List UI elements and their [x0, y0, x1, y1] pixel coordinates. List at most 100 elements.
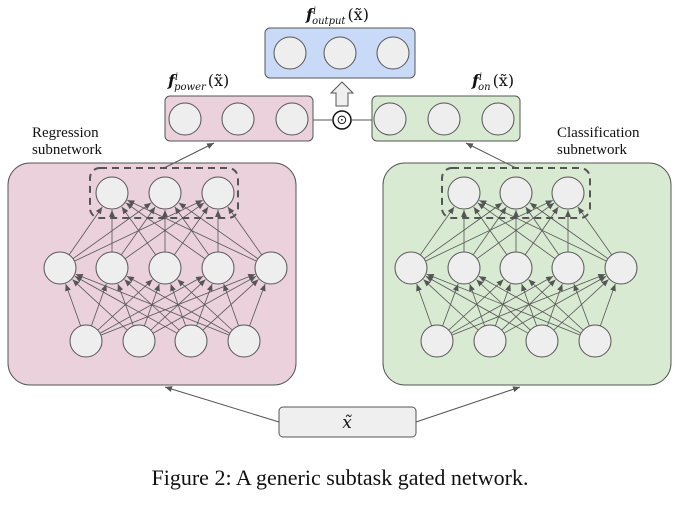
regression-hidden-node [254, 251, 288, 285]
classification-nodes [394, 176, 638, 358]
on-node [373, 102, 407, 136]
regression-to-power-arrow [163, 142, 215, 169]
classification-edge [577, 206, 613, 256]
classification-edge [529, 202, 609, 260]
regression-output-node [148, 176, 182, 210]
classification-to-on-arrow [465, 142, 517, 169]
regression-label: Regression subnetwork [32, 125, 102, 158]
classification-edge [423, 202, 503, 260]
classification-edge [450, 275, 554, 334]
classification-edge [423, 279, 479, 331]
classification-output-node [551, 176, 585, 210]
classification-edge [473, 206, 508, 256]
classification-edge [476, 202, 555, 259]
classification-label-line1: Classification [557, 125, 640, 141]
regression-edge [227, 206, 263, 256]
classification-edge [521, 283, 538, 327]
classification-output-node [447, 176, 481, 210]
regression-output-node [95, 176, 129, 210]
regression-edge [202, 279, 259, 331]
regression-input-node [69, 324, 103, 358]
regression-edge [97, 279, 153, 331]
classification-edge [477, 202, 556, 259]
classification-hidden-node [447, 251, 481, 285]
classification-hidden-node [394, 251, 428, 285]
regression-hidden-node [201, 251, 235, 285]
classification-edge [478, 275, 582, 334]
regression-edge [127, 199, 257, 262]
classification-hidden-node [604, 251, 638, 285]
regression-edge [68, 206, 103, 256]
regression-edge [75, 273, 230, 336]
regression-edge [90, 283, 107, 327]
regression-hidden-node [43, 251, 77, 285]
regression-hidden-node [95, 251, 129, 285]
regression-input-node [227, 324, 261, 358]
regression-edge [196, 283, 213, 327]
classification-edge [416, 283, 433, 327]
gate-circle [332, 110, 352, 130]
classification-edge [528, 279, 584, 331]
classification-edge [426, 273, 581, 336]
classification-label-line2: subnetwork [557, 142, 627, 158]
classification-edge [524, 206, 559, 256]
regression-input-node [174, 324, 208, 358]
power-node [275, 102, 309, 136]
classification-input-node [420, 324, 454, 358]
classification-edge [494, 283, 511, 327]
power-node [168, 102, 202, 136]
regression-edge [124, 202, 205, 260]
classification-edge [525, 206, 560, 256]
classification-edge [501, 279, 556, 331]
figure-caption: Figure 2: A generic subtask gated networ… [152, 465, 529, 490]
classification-edge [546, 283, 563, 327]
output-node [323, 36, 357, 70]
input-to-regression-arrow [164, 386, 280, 423]
regression-edge [126, 275, 231, 334]
vector-nodes [168, 36, 515, 136]
output-node [376, 36, 410, 70]
gate-symbol: ⊙ [337, 113, 348, 128]
regression-edge [177, 279, 233, 331]
regression-edge [249, 283, 266, 327]
classification-edges [416, 199, 616, 336]
classification-input-node [473, 324, 507, 358]
input-label: x̃ [342, 413, 352, 433]
classification-output-node [499, 176, 533, 210]
regression-edge [74, 275, 178, 334]
regression-edge [223, 283, 240, 327]
classification-input-node [578, 324, 612, 358]
regression-edge [120, 206, 156, 256]
classification-edge [425, 275, 529, 334]
input-to-classification-arrow [415, 386, 521, 423]
regression-nodes [43, 176, 288, 358]
classification-edge [479, 199, 607, 262]
output-node [273, 36, 307, 70]
regression-edge [72, 279, 128, 331]
classification-edge [472, 206, 507, 256]
classification-hidden-node [551, 251, 585, 285]
regression-output-node [201, 176, 235, 210]
classification-input-node [525, 324, 559, 358]
regression-label-line1: Regression [32, 125, 99, 141]
regression-edge [121, 206, 157, 256]
classification-edge [573, 283, 590, 327]
classification-edge [448, 279, 504, 331]
regression-label-line2: subnetwork [32, 142, 102, 158]
on-node [481, 102, 515, 136]
gate-up-arrow [329, 81, 355, 107]
regression-edge [65, 283, 82, 327]
regression-edges [65, 199, 266, 336]
regression-input-node [122, 324, 156, 358]
classification-label: Classification subnetwork [557, 125, 643, 158]
classification-edge [442, 283, 459, 327]
on-node [427, 102, 461, 136]
classification-hidden-node [499, 251, 533, 285]
regression-edge [178, 202, 259, 260]
regression-hidden-node [148, 251, 182, 285]
power-node [221, 102, 255, 136]
